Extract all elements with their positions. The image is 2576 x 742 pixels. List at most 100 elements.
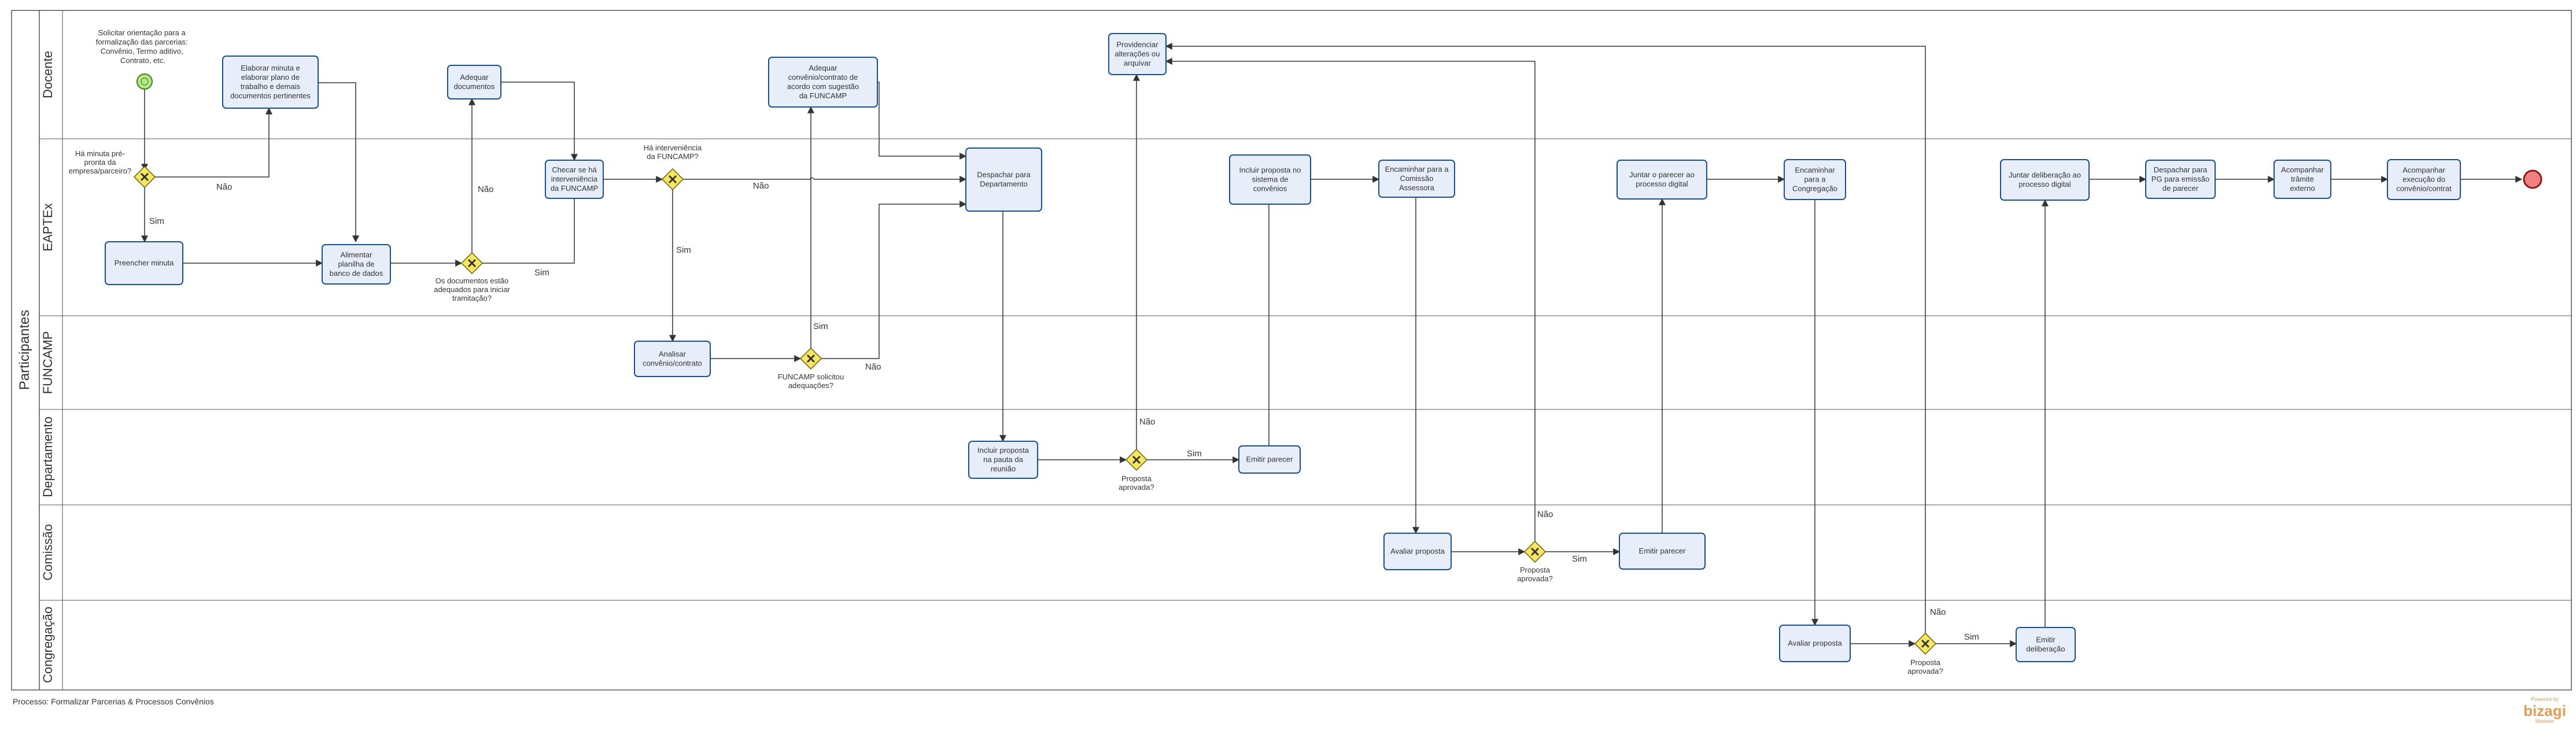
lane-label-docente: Docente (40, 51, 55, 98)
lane-label-comissao: Comissão (40, 524, 55, 581)
task-box (2000, 159, 2090, 201)
flow-gwinterv-to-despachar (683, 176, 967, 183)
task-label: arquivar (1124, 59, 1152, 68)
gateway-label: FUNCAMP solicitou (778, 372, 844, 381)
task-label: de parecer (2162, 184, 2199, 193)
task-preencher[interactable]: Preencher minuta (105, 241, 183, 285)
task-box (2145, 160, 2216, 199)
task-box (447, 65, 501, 99)
task-box (2274, 160, 2331, 199)
flow-label-sim: Sim (813, 322, 828, 331)
task-label: Assessora (1399, 183, 1434, 192)
task-box (322, 244, 391, 285)
gateway-label: Os documentos estão (436, 276, 508, 285)
task-label: alterações ou (1114, 50, 1160, 58)
task-label: acordo com sugestão (787, 82, 859, 91)
end-event[interactable] (2523, 169, 2542, 189)
flow-gwcong-to-providenciar (1165, 43, 1926, 633)
exclusive-x-icon (1921, 639, 1930, 648)
task-label: Emitir (2036, 636, 2055, 644)
flow-labels: Não Sim Não Sim Não Sim Sim Não Não Sim … (149, 181, 1979, 642)
task-box (222, 56, 319, 109)
task-box (1784, 159, 1846, 200)
start-label-line: Solicitar orientação para a (98, 28, 186, 37)
task-emitir-com[interactable]: Emitir parecer (1619, 533, 1706, 570)
task-box (545, 160, 604, 199)
gateway-label: Proposta (1910, 658, 1941, 667)
task-box (1378, 160, 1455, 198)
task-avaliar-cong[interactable]: Avaliar proposta (1779, 625, 1851, 662)
gateway-label: tramitação? (452, 294, 492, 302)
task-label: Encaminhar (1795, 166, 1835, 175)
task-label: Acompanhar (2281, 165, 2324, 174)
start-label-line: Contrato, etc. (120, 56, 165, 65)
exclusive-x-icon (668, 175, 677, 184)
start-label-line: formalização das parcerias: (96, 38, 188, 46)
task-box (1229, 154, 1311, 205)
task-emitir-dep[interactable]: Emitir parecer (1238, 445, 1301, 474)
gateway-label: aprovada? (1119, 483, 1154, 492)
svg-text:Solicitar orientação para a: Solicitar orientação para a formalização… (96, 28, 190, 65)
pool: Participantes (11, 10, 2572, 691)
gateway-label: Há minuta pré- (75, 149, 125, 158)
gateway-label: aprovada? (1907, 667, 1943, 675)
flow-label-sim: Sim (534, 268, 549, 278)
task-label: Juntar o parecer ao (1629, 171, 1695, 179)
task-box (968, 441, 1038, 479)
task-label: Analisar (659, 350, 687, 359)
task-label: Providenciar (1116, 40, 1158, 49)
lane-label-congregacao: Congregação (40, 607, 55, 683)
task-label: Preencher minuta (115, 259, 174, 267)
pool-label: Participantes (17, 310, 32, 390)
task-label: Despachar para (2154, 165, 2208, 174)
task-label: execução do (2402, 175, 2445, 184)
exclusive-x-icon (140, 172, 149, 182)
flow-label-sim: Sim (1572, 554, 1587, 564)
task-label: Despachar para (977, 171, 1031, 179)
start-event[interactable]: Solicitar orientação para a formalização… (96, 28, 190, 90)
task-label: Encaminhar para a (1385, 165, 1449, 173)
gateway-label: adequações? (788, 381, 833, 390)
task-label: Alimentar (341, 250, 373, 259)
flow-adequar-to-checar (501, 82, 578, 161)
exclusive-x-icon (467, 259, 477, 268)
gateway-label: adequados para iniciar (434, 285, 510, 294)
task-box (1779, 625, 1851, 662)
flow-gw-to-elaborar (155, 107, 272, 178)
task-box (1383, 533, 1452, 570)
task-avaliar-com[interactable]: Avaliar proposta (1383, 533, 1452, 570)
lane-label-departamento: Departamento (40, 416, 55, 497)
task-label: externo (2290, 184, 2315, 193)
exclusive-x-icon (1132, 455, 1141, 464)
lane-label-eaptex: EAPTEx (40, 203, 55, 251)
brand-edition: Modeler (2536, 718, 2555, 724)
task-label: Acompanhar (2402, 166, 2445, 175)
task-box (105, 241, 183, 285)
gateway-label: da FUNCAMP? (647, 152, 699, 161)
